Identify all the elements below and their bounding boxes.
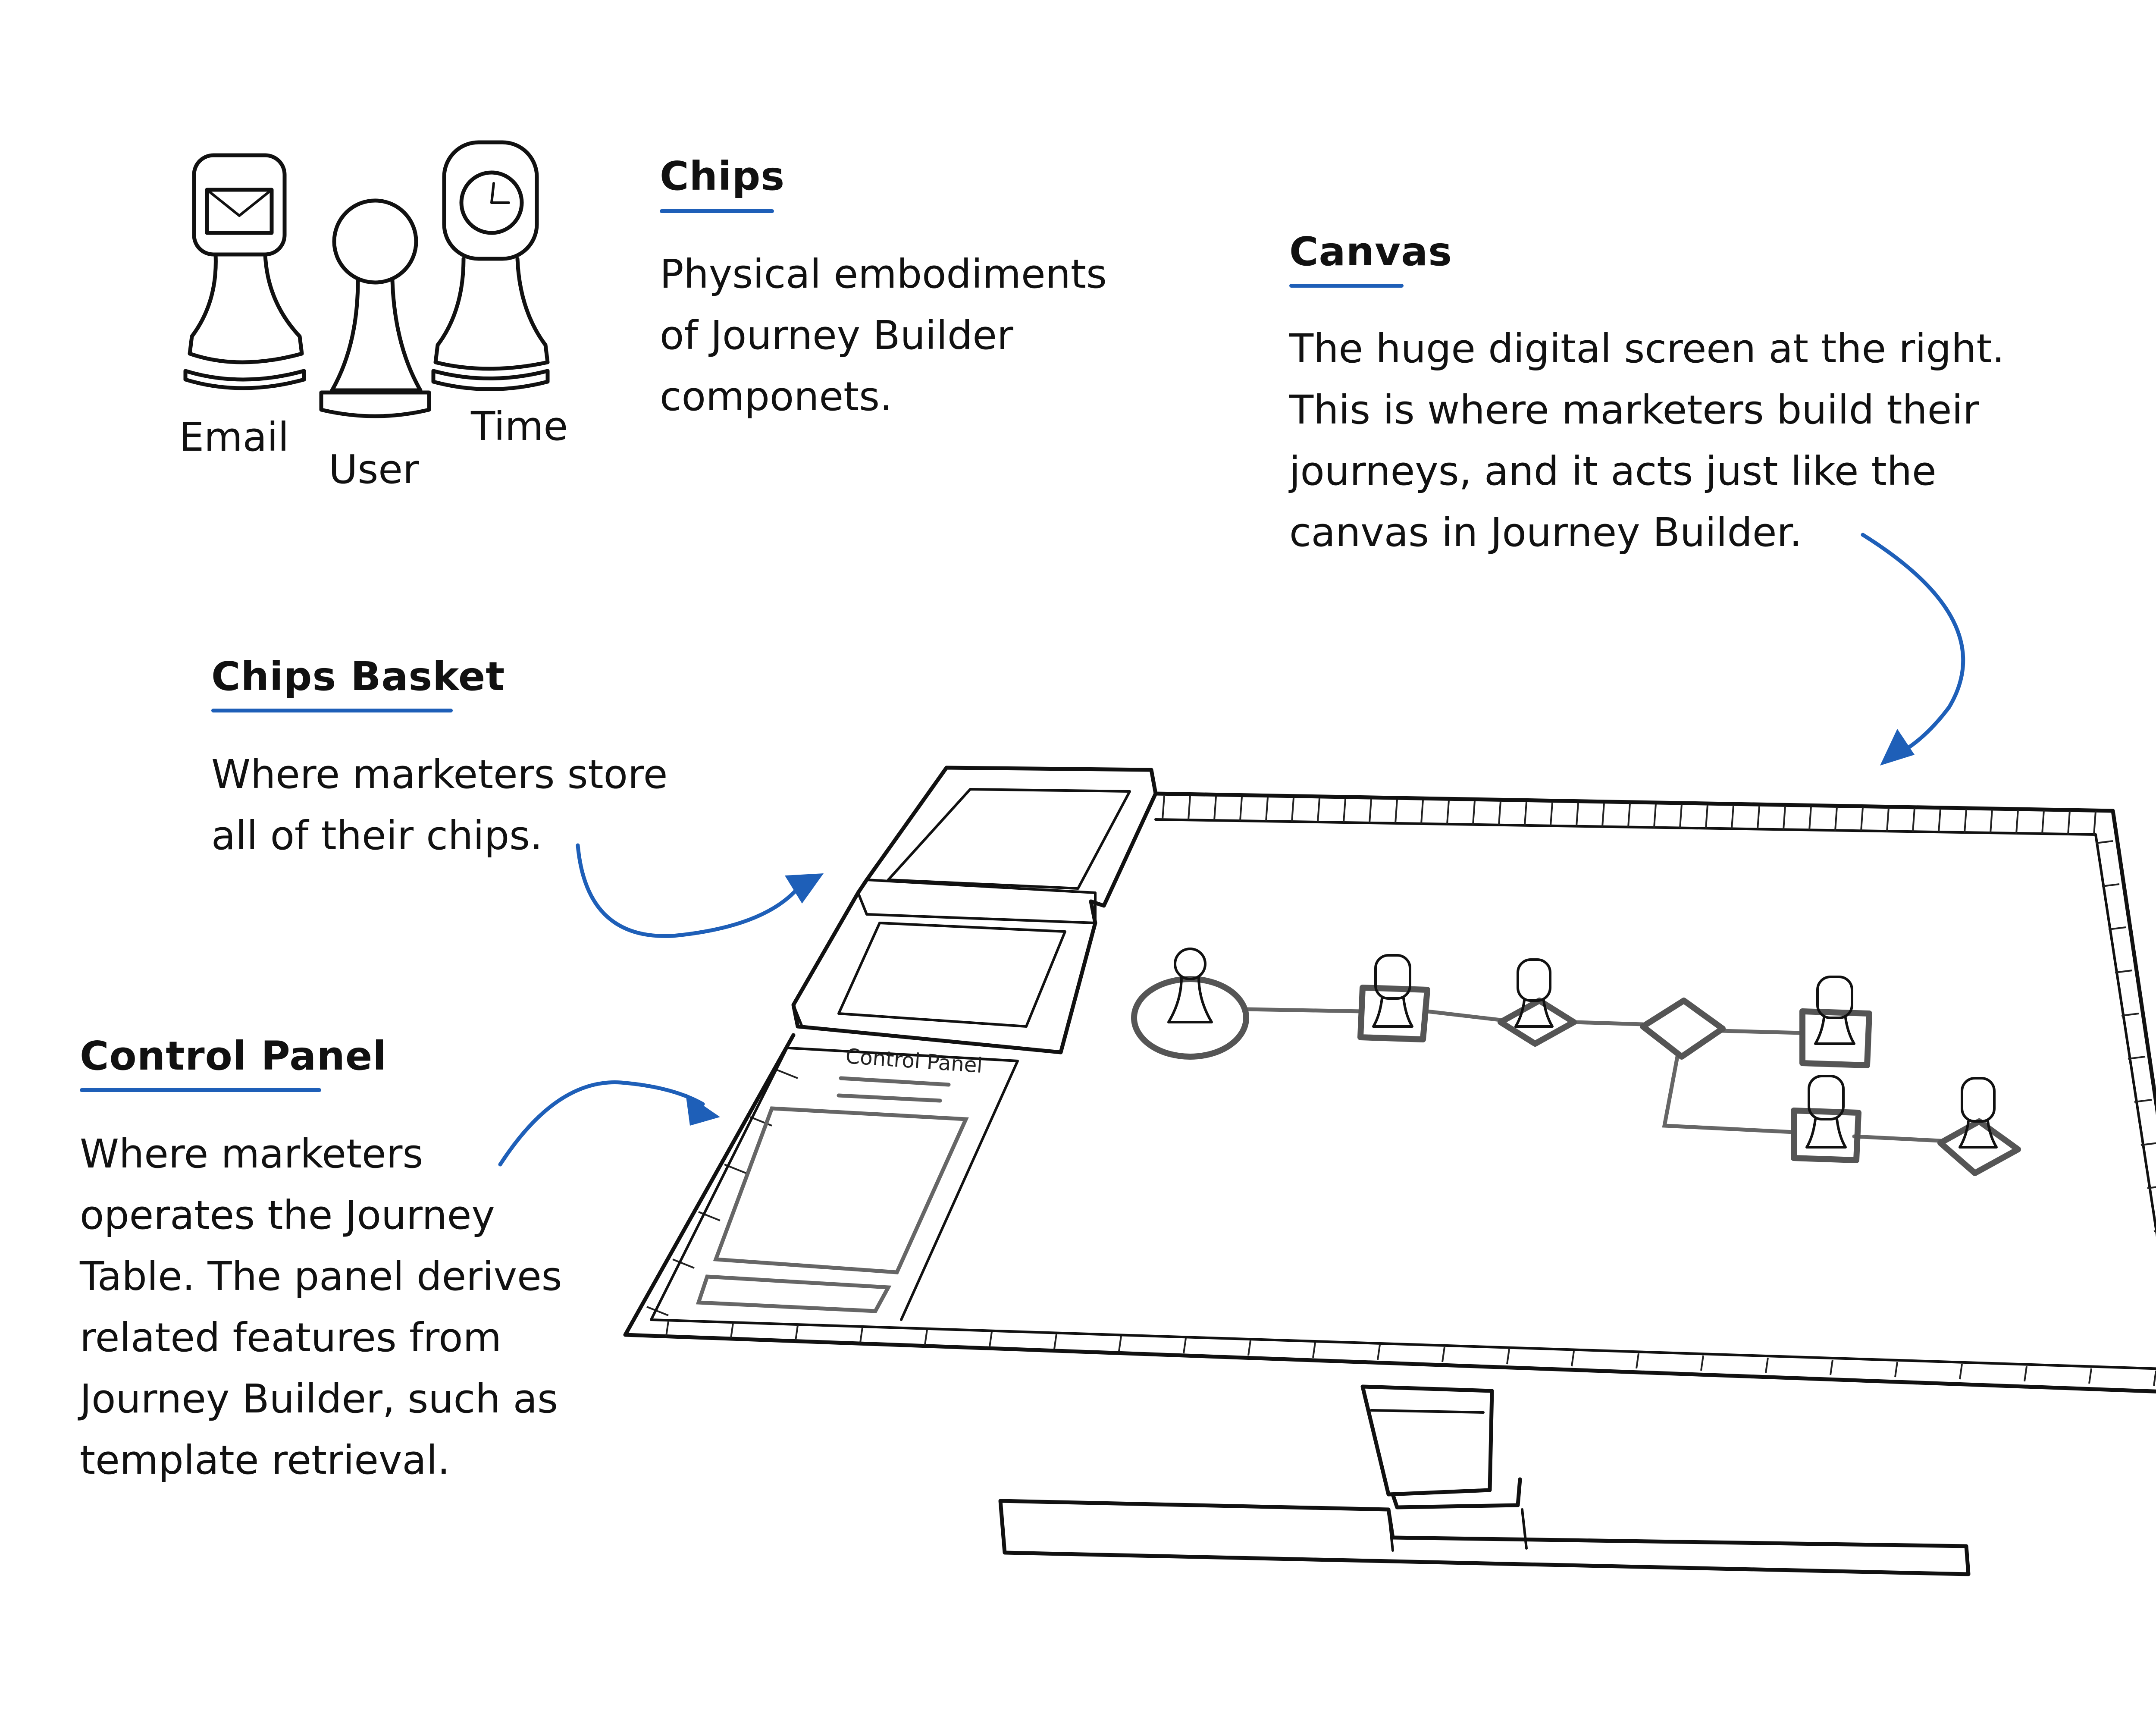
wait-node-2 (1937, 1077, 2021, 1176)
canvas-heading: Canvas (1289, 229, 1452, 275)
control-panel-description: Where marketers operates the Journey Tab… (80, 1131, 562, 1483)
table-frame (623, 791, 2156, 1393)
wait-node-1 (1498, 958, 1577, 1047)
canvas-heading-underline (1289, 284, 1404, 288)
time-chip-icon (431, 140, 550, 391)
table-stand (998, 1384, 1971, 1576)
decision-split-node (1640, 998, 1726, 1060)
user-chip-label: User (329, 446, 419, 493)
canvas-arrow (1861, 533, 1965, 766)
chips-basket (791, 766, 1158, 1054)
email-node-3 (1791, 1075, 1861, 1163)
journey-flow (1131, 948, 2021, 1176)
control-panel-caption: Control Panel (845, 1044, 983, 1078)
chips-heading-underline (660, 209, 774, 213)
chips-basket-arrow (576, 843, 824, 938)
chips-basket-description: Where marketers store all of their chips… (211, 751, 668, 859)
chips-heading: Chips (660, 153, 785, 199)
email-chip-label: Email (179, 414, 289, 460)
chips-description: Physical embodiments of Journey Builder … (660, 251, 1107, 420)
control-panel-heading-underline (80, 1088, 321, 1092)
control-panel-arrow (498, 1080, 720, 1167)
canvas-description: The huge digital screen at the right. Th… (1289, 326, 2005, 555)
chips-basket-heading-underline (211, 709, 453, 712)
email-chip-icon (183, 153, 306, 390)
email-node-2 (1799, 976, 1872, 1068)
start-user-node (1131, 948, 1249, 1060)
email-node-1 (1357, 954, 1430, 1042)
user-chip-icon (319, 198, 431, 418)
chips-basket-heading: Chips Basket (211, 653, 505, 700)
time-chip-label: Time (471, 403, 568, 449)
control-panel-heading: Control Panel (80, 1033, 387, 1079)
control-panel-sketch: Control Panel (696, 1044, 1019, 1321)
